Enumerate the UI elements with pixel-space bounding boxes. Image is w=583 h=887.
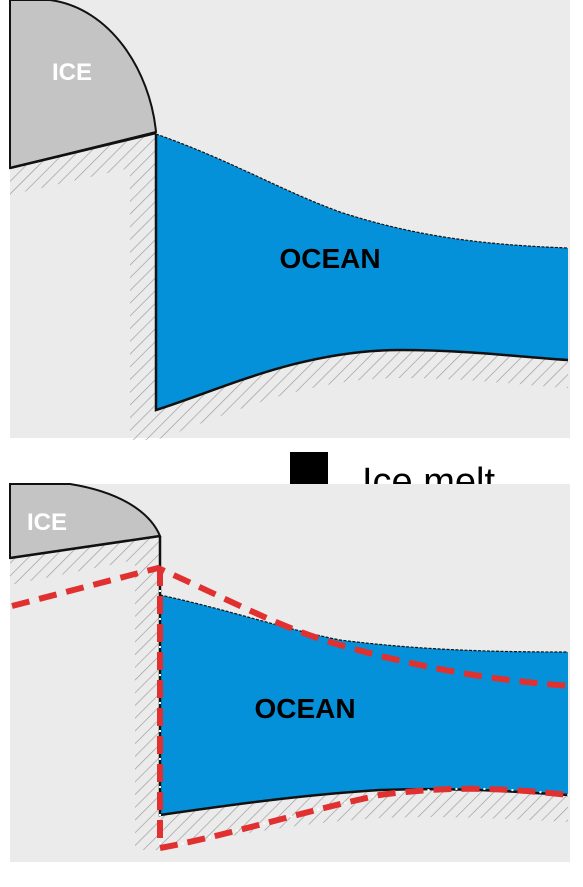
ice-label-after: ICE (27, 509, 67, 536)
dashed-uplifted-seafloor-dots (159, 568, 571, 850)
ocean-label-before: OCEAN (279, 243, 380, 274)
ocean-surface-line-after (159, 594, 569, 653)
ice-label-before: ICE (52, 59, 92, 86)
bedrock-hatch-seafloor-after (160, 789, 568, 850)
panel-after: ICE OCEAN (9, 483, 571, 862)
ocean-body (156, 134, 568, 410)
bedrock-hatch-seafloor (156, 350, 568, 440)
bedrock-surface-line (9, 131, 157, 170)
ocean-label-after: OCEAN (254, 693, 355, 724)
dashed-previous-surface (11, 564, 571, 689)
bedrock-surface-line-after (9, 534, 161, 560)
ocean-body-after (160, 595, 568, 815)
ice-sheet (9, 0, 158, 170)
seafloor-line (154, 134, 569, 412)
ocean-surface-line (155, 133, 569, 249)
panel-before: ICE OCEAN (9, 0, 570, 440)
bedrock-hatch-left-after (10, 536, 160, 850)
seafloor-line-after (158, 536, 569, 817)
